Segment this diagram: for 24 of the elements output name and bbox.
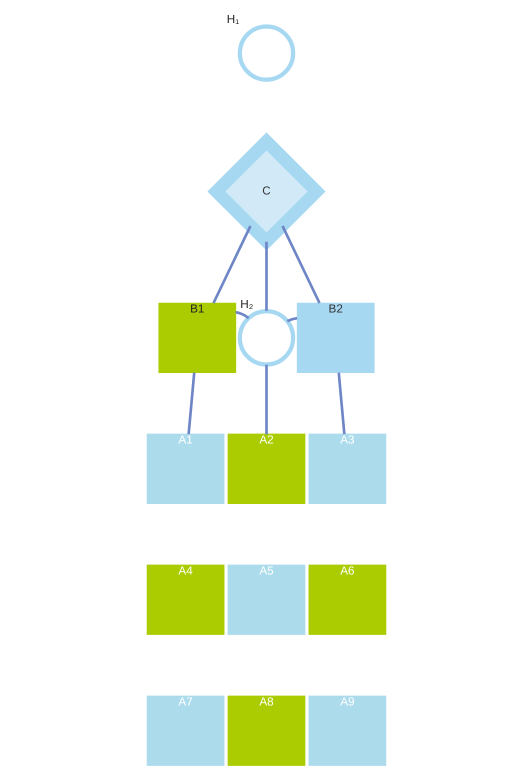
node-box: B2 <box>296 302 374 373</box>
connector <box>264 364 268 434</box>
node-box: A8 <box>227 696 305 766</box>
node-box: B1 <box>158 302 236 373</box>
node-box: A5 <box>227 564 305 635</box>
node-box: A4 <box>146 564 224 635</box>
connector <box>336 372 346 434</box>
node-box: A2 <box>227 434 305 504</box>
connector <box>286 316 297 322</box>
connector <box>234 310 249 320</box>
node-diamond: C <box>206 132 326 251</box>
node-label: H₁ <box>226 13 239 26</box>
node-circle <box>237 309 295 367</box>
node-box: A9 <box>308 696 386 766</box>
connector <box>186 372 196 434</box>
node-circle <box>237 24 295 82</box>
node-box: A6 <box>308 564 386 635</box>
node-box: A1 <box>146 434 224 504</box>
node-box: A7 <box>146 696 224 766</box>
node-box: A3 <box>308 434 386 504</box>
connector <box>280 225 320 304</box>
connector <box>264 242 268 311</box>
connector <box>212 225 252 304</box>
node-label: H₂ <box>240 298 253 311</box>
